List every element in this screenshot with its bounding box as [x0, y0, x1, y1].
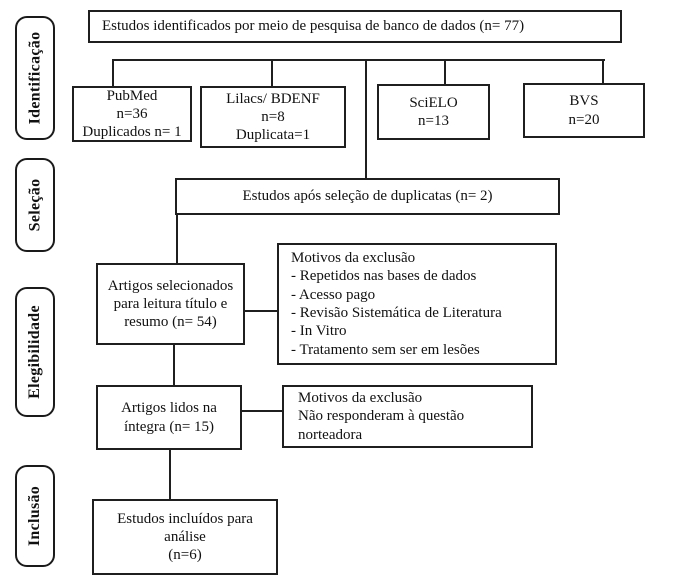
node-articles-selected-line1: Artigos selecionados — [107, 277, 234, 294]
node-articles-full-read: Artigos lidos na íntegra (n= 15) — [96, 385, 242, 450]
node-pubmed-count: n=36 — [116, 105, 148, 122]
node-scielo-name: SciELO — [409, 94, 458, 111]
node-articles-selected-line2: para leitura título e — [113, 295, 228, 312]
node-exclusion1-item-4: - In Vitro — [291, 323, 347, 340]
connector-stub-bvs — [602, 59, 604, 85]
node-articles-full-read-line1: Artigos lidos na — [121, 400, 217, 417]
stage-label-inclusion-text: Inclusão — [26, 485, 44, 547]
node-pubmed-name: PubMed — [106, 87, 158, 104]
node-after-duplicate-selection-text: Estudos após seleção de duplicatas (n= 2… — [242, 188, 493, 205]
node-pubmed: PubMed n=36 Duplicados n= 1 — [72, 86, 192, 142]
node-exclusion1-item-3: - Revisão Sistemática de Literatura — [291, 305, 502, 321]
connector-main-horizontal — [112, 59, 605, 61]
node-articles-full-read-line2: íntegra (n= 15) — [123, 418, 215, 435]
connector-center-vertical — [365, 59, 367, 180]
stage-label-selection: Seleção — [15, 158, 55, 252]
node-scielo: SciELO n=13 — [377, 84, 490, 140]
node-articles-selected-line3: resumo (n= 54) — [124, 314, 217, 331]
stage-label-selection-text: Seleção — [26, 178, 43, 232]
node-exclusion1-item-2: - Acesso pago — [291, 286, 376, 303]
node-studies-included: Estudos incluídos para análise (n=6) — [92, 499, 278, 575]
node-exclusion1-title: Motivos da exclusão — [291, 250, 416, 267]
stage-label-identification: Identificação — [15, 16, 55, 140]
node-scielo-count: n=13 — [418, 113, 449, 129]
connector-selected-to-exclusion1 — [245, 310, 277, 312]
connector-afterdup-to-selected — [176, 215, 178, 263]
node-exclusion-reasons-2: Motivos da exclusão Não responderam à qu… — [282, 385, 533, 448]
connector-stub-lilacs — [271, 59, 273, 88]
node-exclusion2-text: Não responderam à questão norteadora — [298, 408, 465, 443]
node-studies-identified-text: Estudos identificados por meio de pesqui… — [102, 18, 525, 35]
stage-label-eligibility: Elegibilidade — [15, 287, 55, 417]
node-studies-included-line2: análise — [164, 528, 206, 545]
node-exclusion-reasons-1: Motivos da exclusão - Repetidos nas base… — [277, 243, 557, 365]
node-studies-included-line1: Estudos incluídos para — [117, 510, 253, 527]
node-bvs: BVS n=20 — [523, 83, 645, 138]
node-articles-selected: Artigos selecionados para leitura título… — [96, 263, 245, 345]
node-exclusion1-item-5: - Tratamento sem ser em lesões — [291, 341, 480, 358]
stage-label-eligibility-text: Elegibilidade — [26, 305, 44, 399]
node-lilacs-count: n=8 — [261, 108, 285, 125]
node-after-duplicate-selection: Estudos após seleção de duplicatas (n= 2… — [175, 178, 560, 215]
stage-label-identification-text: Identificação — [26, 31, 43, 125]
node-lilacs-name: Lilacs/ BDENF — [226, 90, 320, 107]
node-studies-included-line3: (n=6) — [168, 547, 202, 564]
node-exclusion1-item-1: - Repetidos nas bases de dados — [291, 268, 477, 285]
node-lilacs-duplicates: Duplicata=1 — [235, 127, 311, 144]
node-bvs-count: n=20 — [568, 111, 600, 128]
node-studies-identified: Estudos identificados por meio de pesqui… — [88, 10, 622, 43]
node-pubmed-duplicates: Duplicados n= 1 — [82, 124, 182, 141]
connector-selected-to-fullread — [173, 345, 175, 385]
stage-label-inclusion: Inclusão — [15, 465, 55, 567]
connector-stub-scielo — [444, 59, 446, 86]
node-lilacs-bdenf: Lilacs/ BDENF n=8 Duplicata=1 — [200, 86, 346, 148]
connector-stub-pubmed — [112, 59, 114, 88]
node-bvs-name: BVS — [569, 93, 599, 110]
connector-fullread-to-exclusion2 — [242, 410, 282, 412]
connector-fullread-to-included — [169, 450, 171, 499]
node-exclusion2-title: Motivos da exclusão — [298, 390, 423, 407]
